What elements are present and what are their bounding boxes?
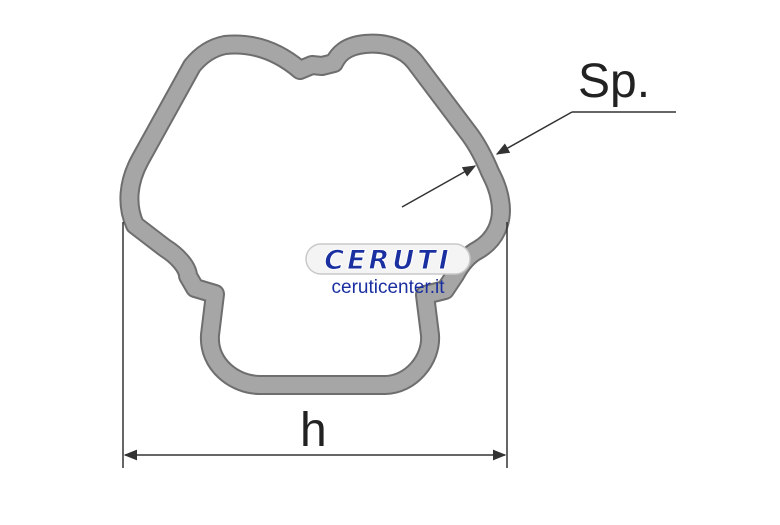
logo-badge (305, 243, 471, 275)
ceruti-logo: CERUTI (305, 243, 471, 277)
tube-profile-fill (121, 35, 509, 393)
thickness-label: Sp. (578, 55, 650, 108)
thickness-inner-arrow (401, 165, 477, 208)
thickness-outer-arrow (495, 111, 573, 155)
width-label: h (300, 404, 327, 457)
logo-brand-text: CERUTI (324, 245, 451, 276)
website-text: ceruticenter.it (332, 277, 446, 298)
